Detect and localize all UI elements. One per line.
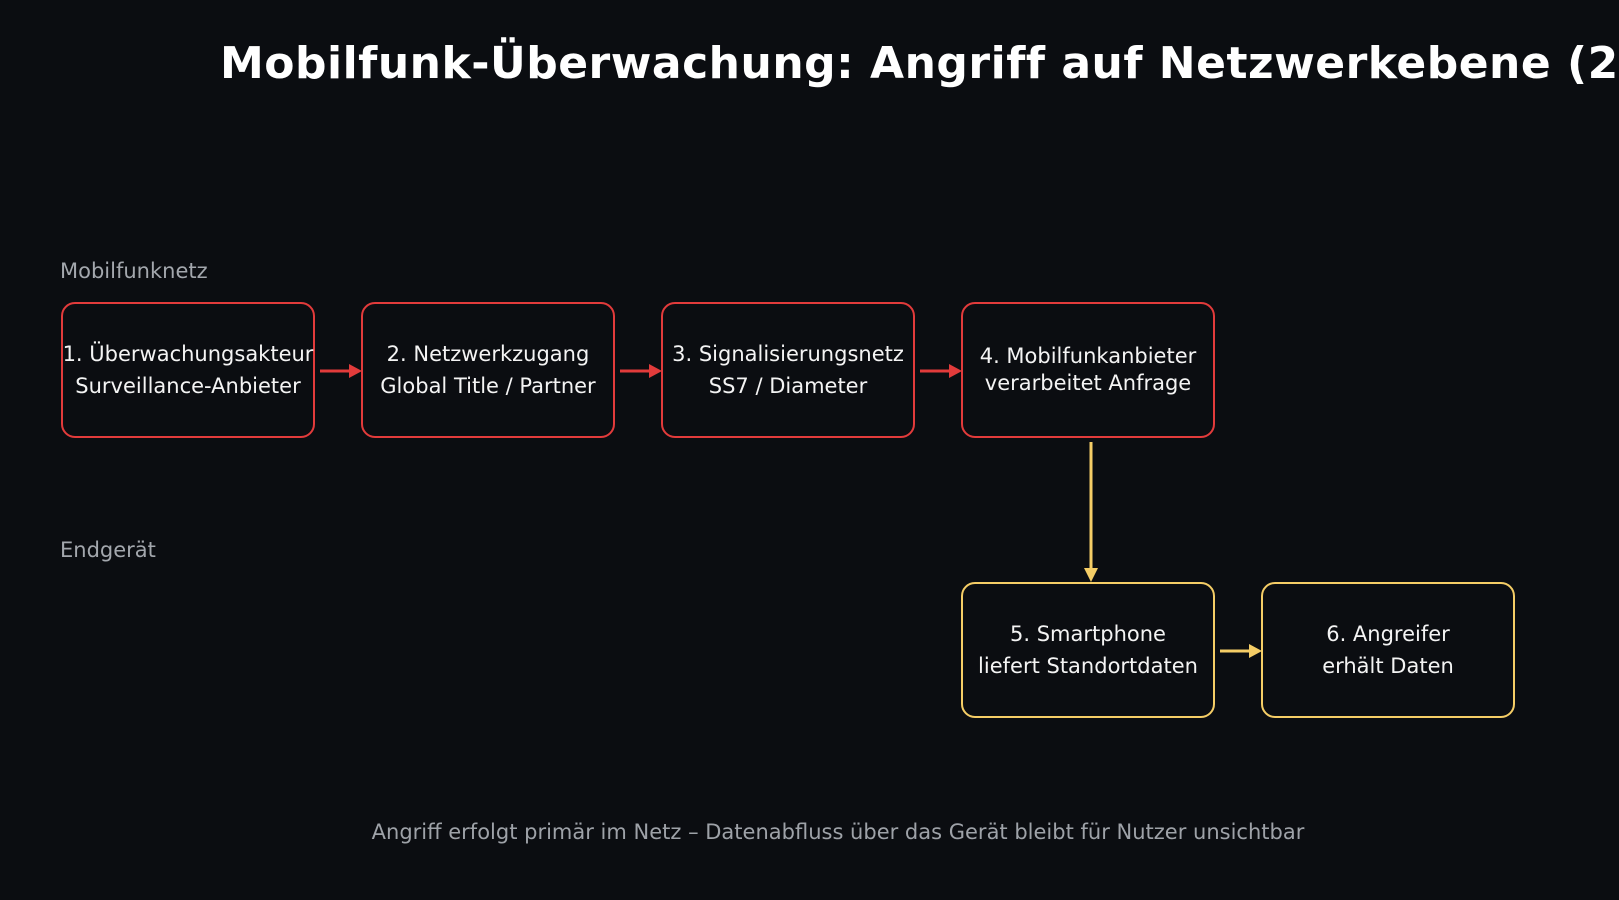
node-5-line1: 5. Smartphone: [1010, 622, 1166, 646]
node-attacker: 6. Angreifer erhält Daten: [1261, 582, 1515, 718]
footer-note: Angriff erfolgt primär im Netz – Datenab…: [371, 820, 1305, 844]
node-1-line1: 1. Überwachungsakteur: [62, 342, 314, 366]
node-network-access: 2. Netzwerkzugang Global Title / Partner: [361, 302, 615, 438]
arrow-2-to-3: [620, 364, 662, 378]
node-3-line1: 3. Signalisierungsnetz: [672, 342, 904, 366]
node-6-line1: 6. Angreifer: [1326, 622, 1450, 646]
arrow-4-to-5: [1084, 442, 1098, 582]
node-signaling-network: 3. Signalisierungsnetz SS7 / Diameter: [661, 302, 915, 438]
node-2-line1: 2. Netzwerkzugang: [386, 342, 590, 366]
arrow-3-to-4: [920, 364, 962, 378]
node-6-line2: erhält Daten: [1322, 654, 1454, 678]
arrow-1-to-2: [320, 364, 362, 378]
node-3-line2: SS7 / Diameter: [708, 374, 868, 398]
node-4-line1: 4. Mobilfunkanbieter: [979, 344, 1197, 368]
node-mobile-operator: 4. Mobilfunkanbieter verarbeitet Anfrage: [961, 302, 1215, 438]
lane-label-network: Mobilfunknetz: [60, 259, 208, 283]
node-4-line2: verarbeitet Anfrage: [984, 371, 1192, 395]
arrow-5-to-6: [1220, 644, 1262, 658]
node-smartphone: 5. Smartphone liefert Standortdaten: [961, 582, 1215, 718]
node-5-line2: liefert Standortdaten: [978, 654, 1198, 678]
lane-label-device: Endgerät: [60, 538, 156, 562]
diagram-title: Mobilfunk-Überwachung: Angriff auf Netzw…: [220, 38, 1619, 89]
node-surveillance-actor: 1. Überwachungsakteur Surveillance-Anbie…: [61, 302, 315, 438]
node-2-line2: Global Title / Partner: [380, 374, 596, 398]
node-1-line2: Surveillance-Anbieter: [75, 374, 301, 398]
